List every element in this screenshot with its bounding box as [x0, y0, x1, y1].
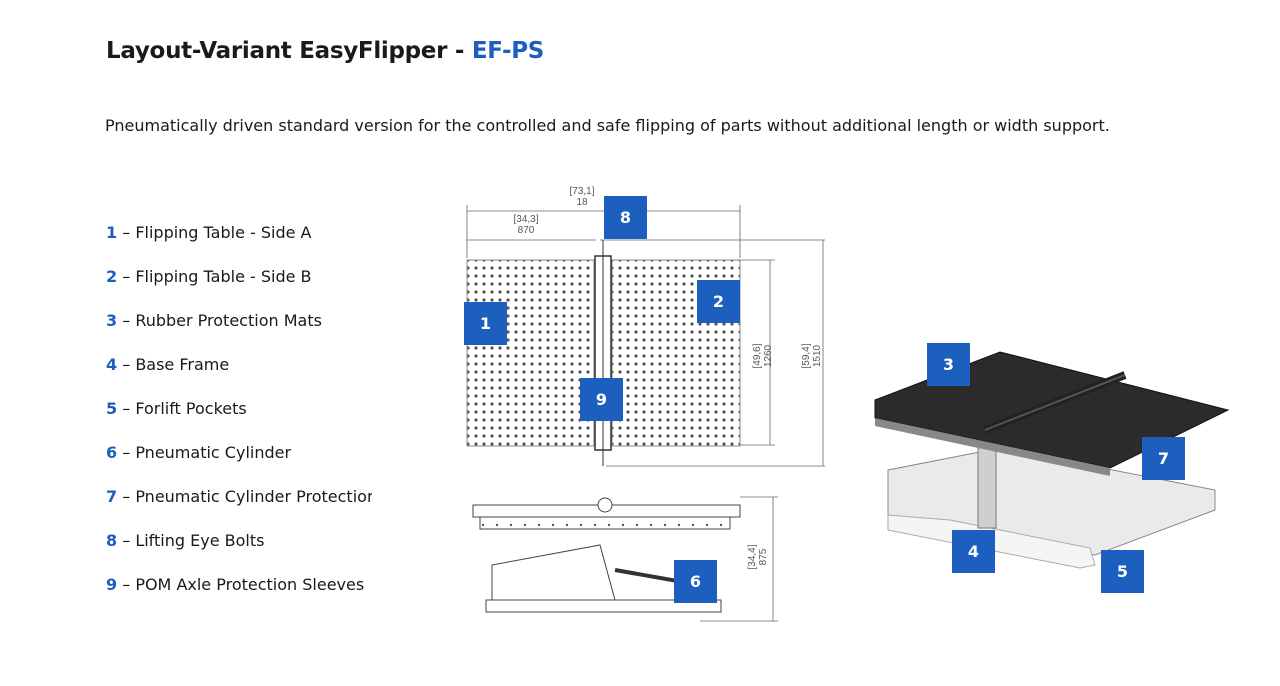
legend-item: 2 – Flipping Table - Side B: [106, 267, 312, 286]
legend-item: 6 – Pneumatic Cylinder: [106, 443, 292, 462]
callout-5: 5: [1101, 550, 1144, 593]
side-view-drawing: [472, 496, 778, 622]
legend-item: 5 – Forlift Pockets: [106, 399, 247, 418]
callout-7: 7: [1142, 437, 1185, 480]
page-title: Layout-Variant EasyFlipper - EF-PS: [106, 38, 545, 64]
callout-4: 4: [952, 530, 995, 573]
description: Pneumatically driven standard version fo…: [105, 116, 1110, 135]
dim-total-width: [73,1]18: [569, 186, 595, 208]
callout-1: 1: [464, 302, 507, 345]
top-view-drawing: [466, 205, 825, 467]
dim-table-depth: [49,6]1260: [752, 343, 774, 369]
callout-8: 8: [604, 196, 647, 239]
legend-item: 4 – Base Frame: [106, 355, 230, 374]
callout-2: 2: [697, 280, 740, 323]
legend-item: 7 – Pneumatic Cylinder Protectior: [106, 487, 372, 506]
dim-height: [34,4]875: [747, 544, 769, 570]
dim-half-width: [34,3]870: [513, 214, 539, 236]
legend-item: 3 – Rubber Protection Mats: [106, 311, 322, 330]
callout-3: 3: [927, 343, 970, 386]
parts-legend: 1 – Flipping Table - Side A 2 – Flipping…: [106, 222, 372, 618]
legend-item: 1 – Flipping Table - Side A: [106, 223, 312, 242]
callout-9: 9: [580, 378, 623, 421]
dim-total-depth: [59,4]1510: [801, 343, 823, 369]
callout-6: 6: [674, 560, 717, 603]
legend-item: 9 – POM Axle Protection Sleeves: [106, 575, 365, 594]
legend-item: 8 – Lifting Eye Bolts: [106, 531, 265, 550]
